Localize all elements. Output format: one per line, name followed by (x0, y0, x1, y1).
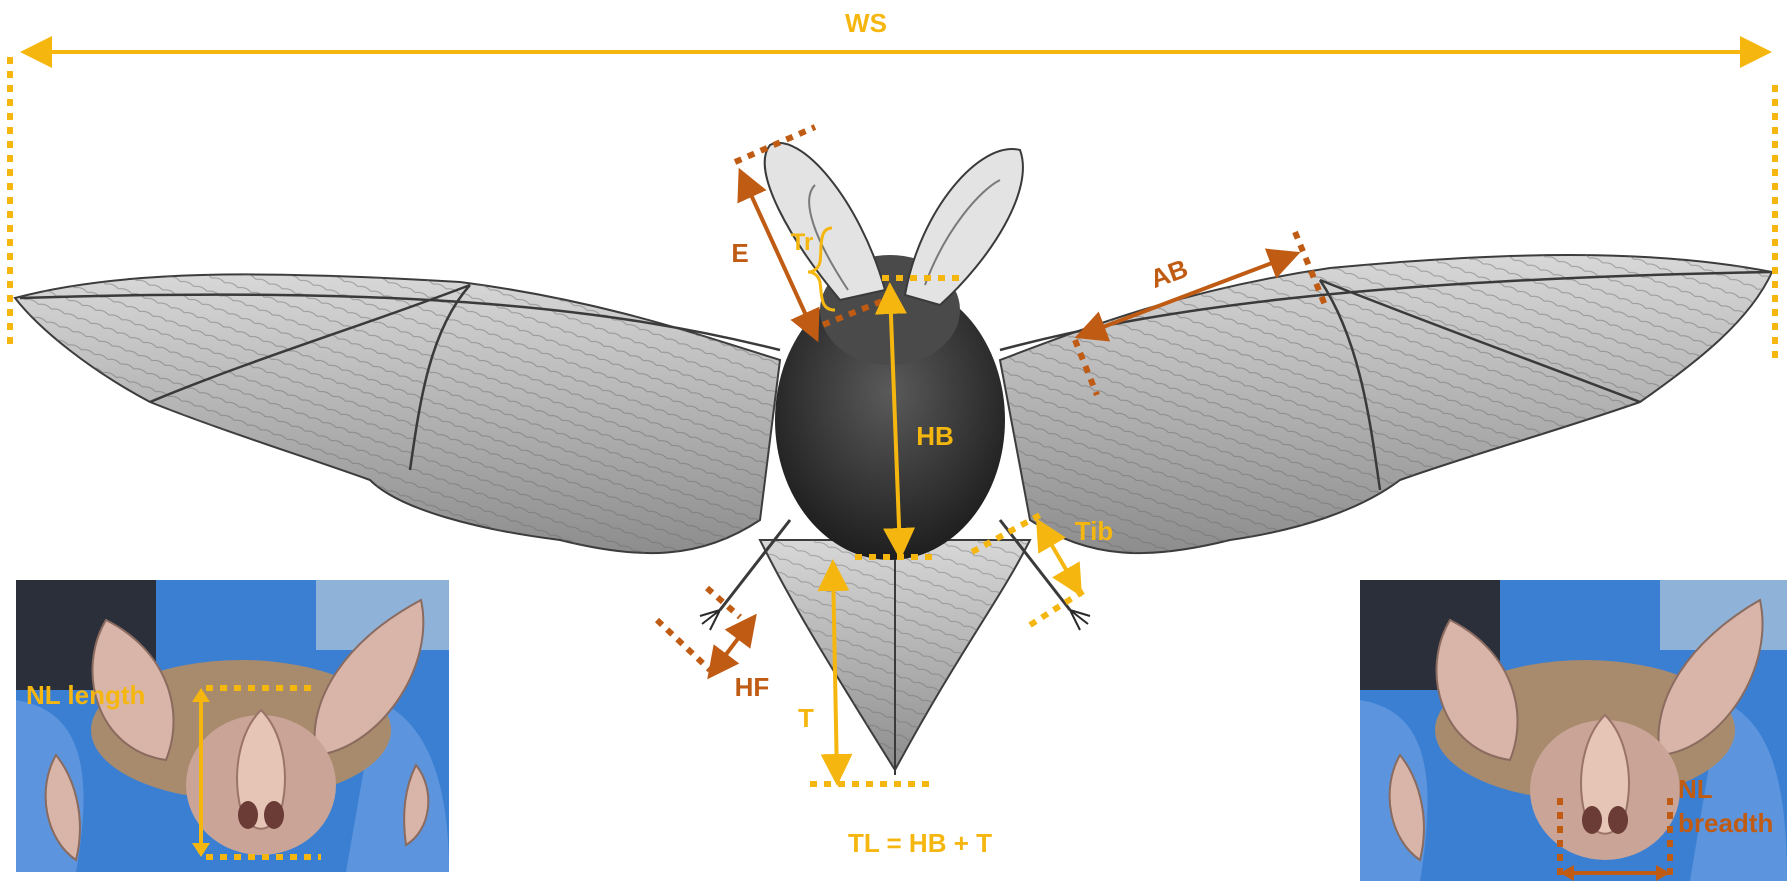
tail-label: T (798, 703, 814, 733)
noseleaf-breadth-label-line2: breadth (1678, 808, 1773, 838)
noseleaf-length-photo: NL length (16, 580, 449, 872)
wingspan-label: WS (845, 8, 887, 38)
left-ear (765, 143, 885, 300)
horseshoe-bat-face-photo: NL length (16, 580, 449, 872)
hind-foot-measure: HF (657, 588, 769, 702)
noseleaf-breadth-label-line1: NL (1678, 774, 1713, 804)
ear-label: E (731, 238, 748, 268)
tibia-label: Tib (1075, 516, 1114, 546)
hind-foot-label: HF (735, 672, 770, 702)
noseleaf-breadth-photo: NL breadth (1360, 580, 1787, 881)
right-ear (905, 149, 1023, 305)
head-body-label: HB (916, 421, 954, 451)
horseshoe-bat-face-photo: NL breadth (1360, 580, 1787, 881)
tragus-label: Tr (791, 229, 814, 256)
forearm-label: AB (1146, 253, 1192, 294)
total-length-formula: TL = HB + T (848, 828, 992, 858)
noseleaf-length-label: NL length (26, 680, 145, 710)
